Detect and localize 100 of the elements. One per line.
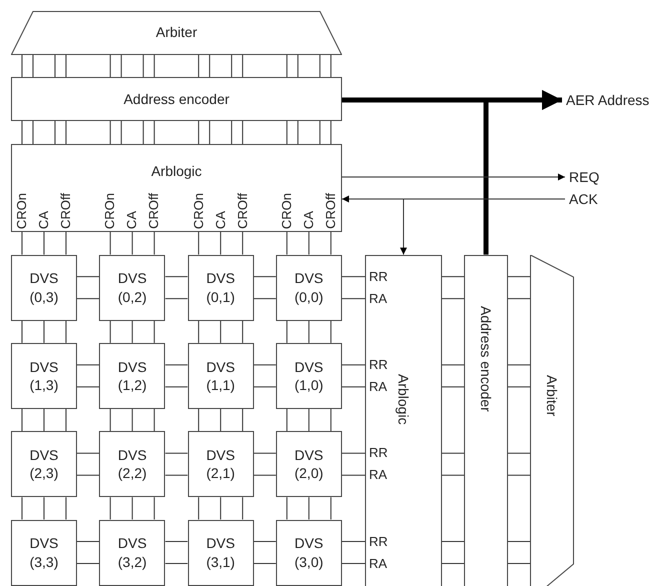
connector-line — [164, 276, 188, 278]
signal-label: REQ — [569, 169, 600, 185]
connector-line — [220, 320, 222, 344]
connector-line — [198, 120, 200, 144]
connector-line — [442, 541, 464, 542]
pixel-box: DVS (0,2) — [99, 254, 166, 321]
connector-line — [110, 320, 111, 344]
connector-line — [442, 364, 464, 366]
connector-line — [297, 54, 298, 78]
pin-label: CROn — [192, 192, 205, 229]
connector-line — [253, 474, 276, 476]
connector-line — [164, 563, 188, 564]
connector-line — [132, 408, 133, 432]
connector-line — [330, 496, 332, 520]
connector-line — [508, 541, 530, 542]
pixel-box: DVS (0,1) — [188, 254, 254, 321]
pixel-box: DVS (2,1) — [188, 431, 254, 498]
pin-label: CROn — [280, 192, 293, 229]
connector-line — [32, 120, 34, 144]
connector-line — [198, 496, 200, 520]
connector-line — [54, 120, 56, 144]
connector-line — [220, 408, 222, 432]
pixel-box: DVS (0,3) — [11, 254, 77, 321]
connector-line — [164, 474, 188, 476]
connector-line — [164, 452, 188, 454]
connector-line — [341, 298, 366, 300]
connector-line — [198, 54, 200, 78]
connector-line — [132, 496, 133, 520]
connector-line — [253, 563, 276, 564]
block-box: Address encoder — [11, 77, 342, 121]
connector-line — [154, 120, 155, 144]
block-box: Address encoder — [464, 254, 508, 586]
connector-line — [286, 496, 288, 520]
connector-line — [308, 496, 310, 520]
pin-label: RR — [369, 358, 388, 371]
connector-line — [308, 320, 310, 344]
connector-line — [54, 54, 56, 78]
connector-line — [164, 541, 188, 542]
connector-line — [76, 364, 100, 366]
connector-line — [242, 232, 244, 256]
pixel-box: DVS (3,1) — [188, 520, 254, 586]
pixel-box: DVS (2,0) — [276, 431, 342, 498]
pixel-box: DVS (0,0) — [276, 254, 342, 321]
connector-line — [286, 120, 288, 144]
pin-label: CA — [125, 210, 138, 229]
pixel-box: DVS (3,0) — [276, 520, 342, 586]
connector-line — [253, 364, 276, 366]
pin-label: CROff — [236, 193, 249, 229]
connector-line — [319, 120, 320, 144]
pin-label: RA — [369, 468, 388, 482]
connector-line — [442, 276, 464, 278]
pixel-box: DVS (1,0) — [276, 342, 342, 409]
arrow — [342, 174, 566, 180]
connector-line — [242, 408, 244, 432]
connector-line — [231, 54, 232, 78]
connector-line — [154, 320, 155, 344]
connector-line — [76, 386, 100, 388]
block-label: Arbiter — [544, 374, 560, 416]
connector-line — [341, 276, 366, 278]
connector-line — [76, 563, 100, 564]
connector-line — [132, 232, 133, 256]
pin-label: RA — [369, 292, 388, 305]
connector-line — [341, 474, 366, 476]
connector-line — [110, 408, 111, 432]
connector-line — [330, 232, 332, 256]
connector-line — [164, 364, 188, 366]
connector-line — [442, 474, 464, 476]
pin-label: CROn — [15, 192, 28, 229]
connector-line — [32, 54, 34, 78]
pin-label: RA — [369, 556, 388, 570]
connector-line — [154, 408, 155, 432]
connector-line — [508, 474, 530, 476]
signal-label: AER Address — [566, 92, 650, 108]
pin-label: CA — [302, 210, 315, 229]
connector-line — [76, 541, 100, 542]
connector-line — [76, 276, 100, 278]
connector-line — [330, 120, 332, 144]
connector-line — [120, 120, 122, 144]
pin-label: RR — [369, 534, 388, 548]
connector-line — [341, 452, 366, 454]
pixel-box: DVS (3,2) — [99, 520, 166, 586]
pin-label: CA — [37, 210, 50, 229]
connector-line — [508, 452, 530, 454]
pixel-box: DVS (1,2) — [99, 342, 166, 409]
connector-line — [341, 364, 366, 366]
connector-line — [286, 320, 288, 344]
pixel-box: DVS (3,3) — [11, 520, 77, 586]
arrow — [400, 198, 566, 256]
connector-line — [330, 320, 332, 344]
connector-line — [110, 232, 111, 256]
connector-line — [330, 408, 332, 432]
connector-line — [154, 54, 155, 78]
connector-line — [76, 452, 100, 454]
connector-line — [253, 452, 276, 454]
connector-line — [253, 386, 276, 388]
pin-label: RA — [369, 380, 388, 393]
pin-label: CROn — [103, 192, 116, 229]
connector-line — [76, 474, 100, 476]
connector-line — [508, 563, 530, 564]
connector-line — [442, 452, 464, 454]
